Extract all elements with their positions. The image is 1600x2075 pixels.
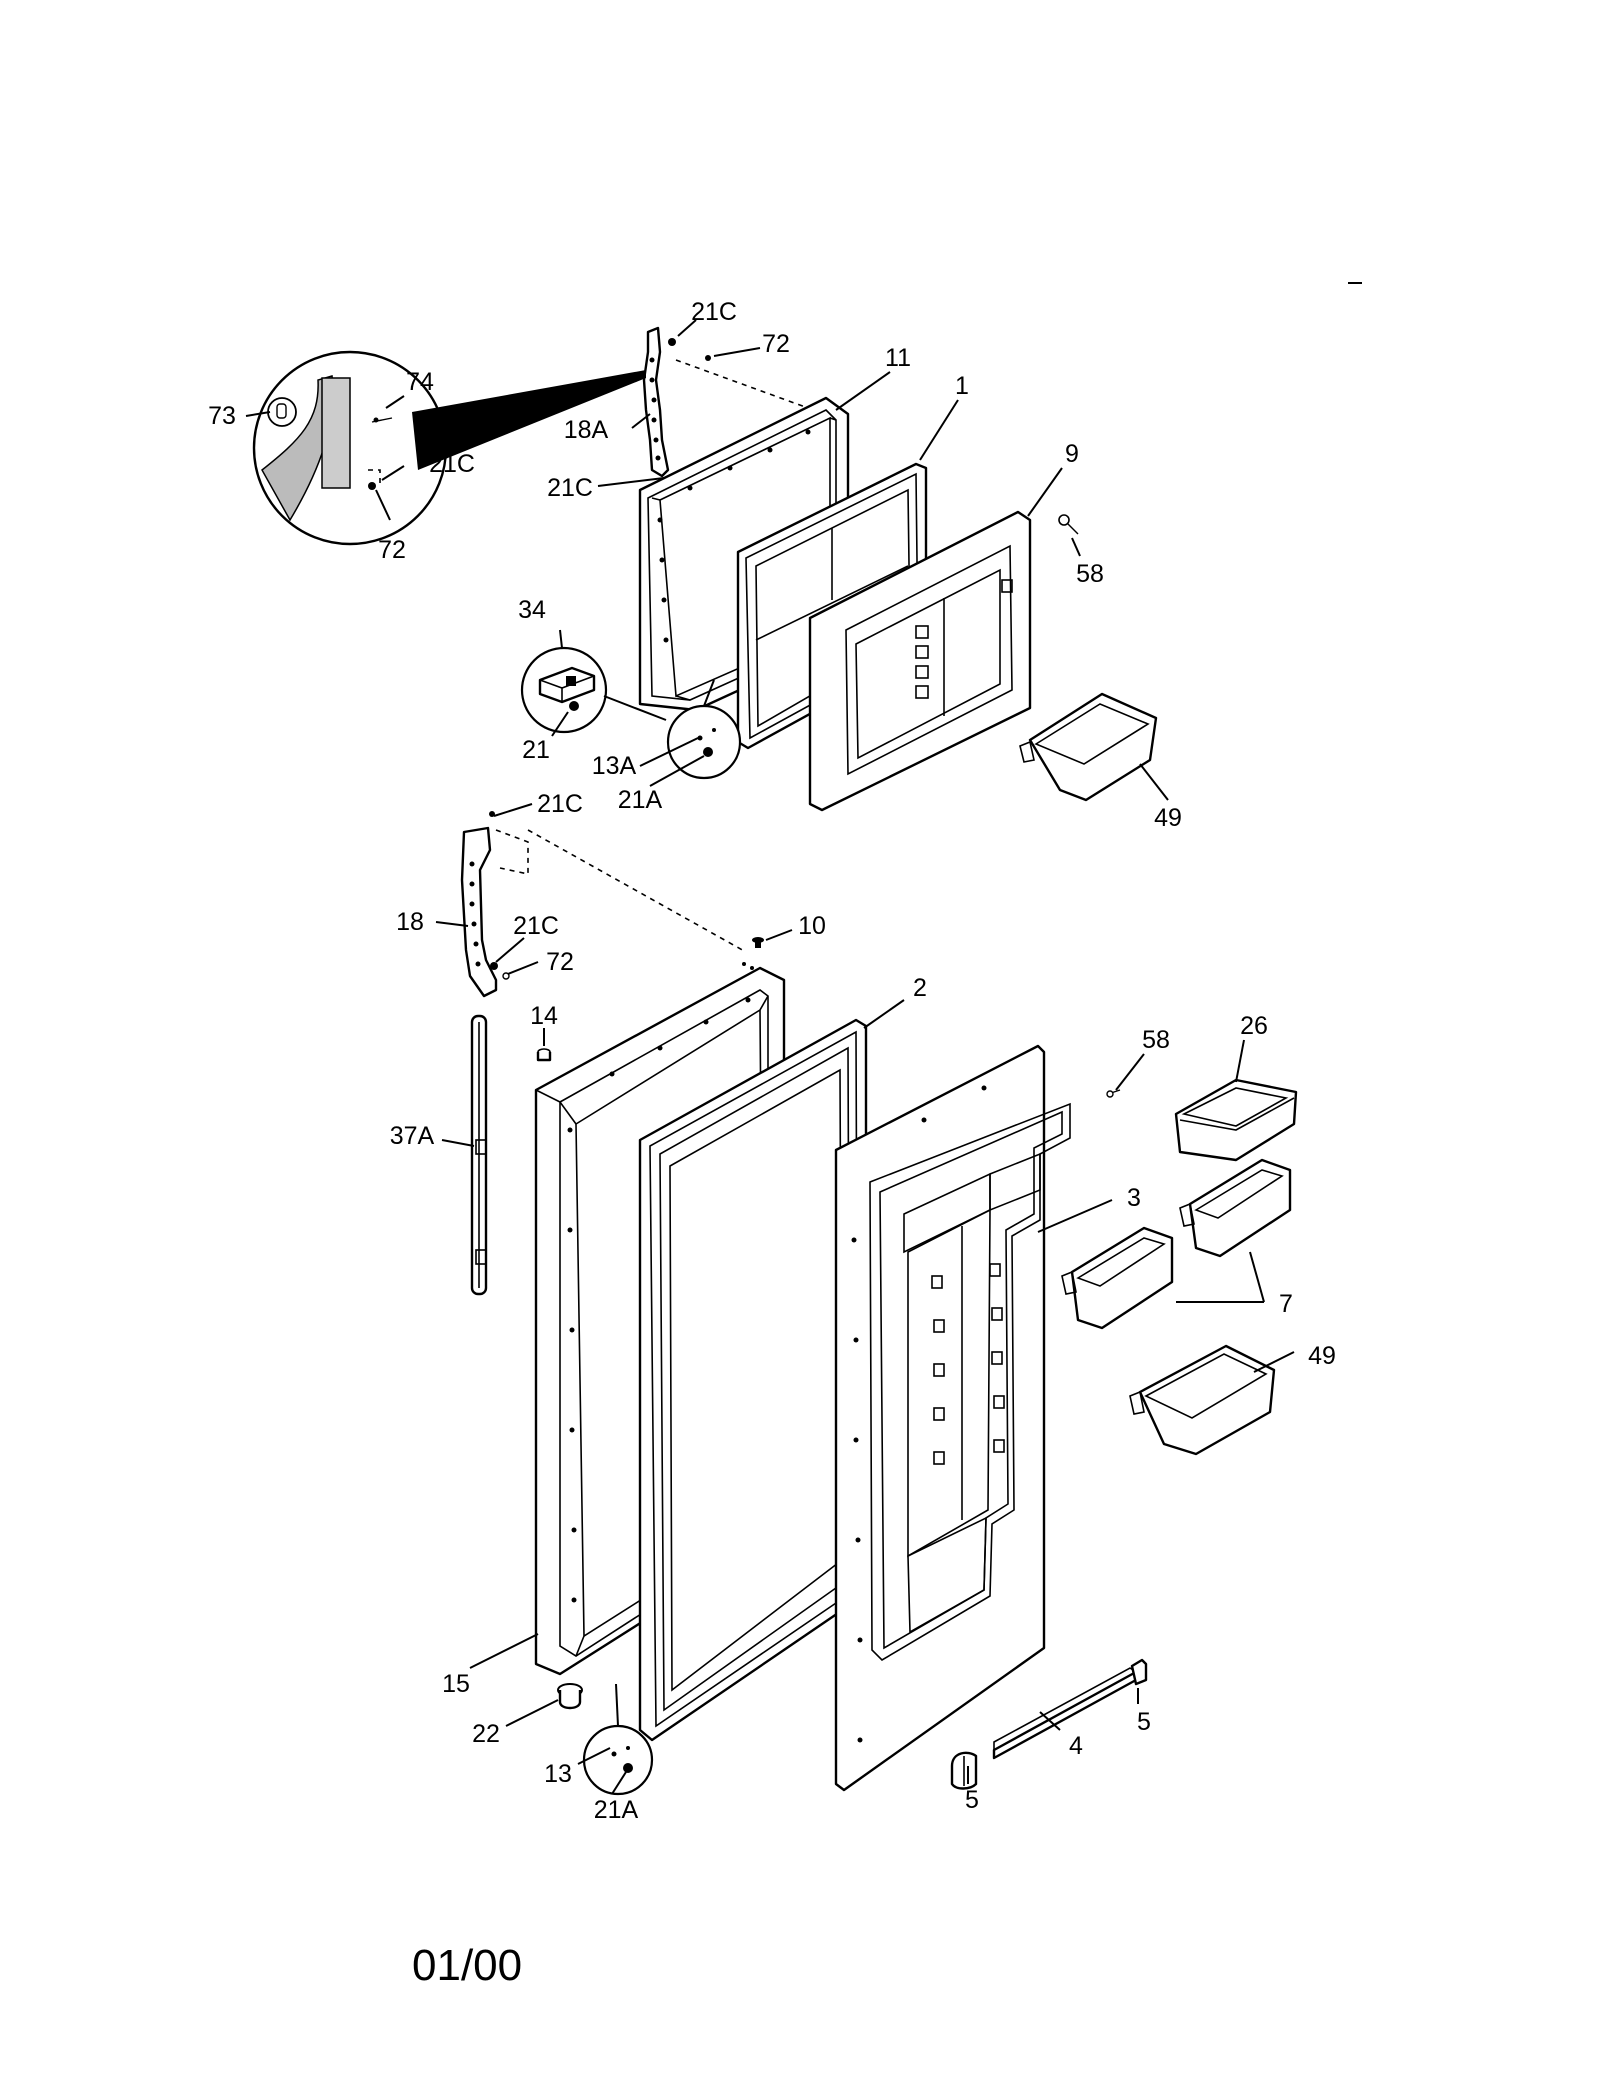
label-72: 72 <box>546 948 574 976</box>
label-58: 58 <box>1142 1026 1170 1054</box>
screw-58-a <box>1058 514 1079 535</box>
door-bin-7-upper <box>1179 1158 1292 1258</box>
plug-22 <box>557 1683 583 1710</box>
label-21c: 21C <box>513 912 559 940</box>
label-9: 9 <box>1065 440 1079 468</box>
label-73: 73 <box>208 402 236 430</box>
label-5: 5 <box>1137 1708 1151 1736</box>
label-49: 49 <box>1154 804 1182 832</box>
label-21a: 21A <box>594 1796 639 1824</box>
inset-34 <box>520 646 667 734</box>
label-15: 15 <box>442 1670 470 1698</box>
label-21c: 21C <box>429 450 475 478</box>
alignment-line-upper <box>675 359 809 409</box>
door-bin-49-a <box>1019 692 1158 802</box>
screw-21c-d <box>489 811 495 817</box>
freezer-inner-liner-9 <box>808 510 1032 812</box>
end-cap-5-left <box>950 1751 978 1790</box>
label-11: 11 <box>885 344 911 372</box>
label-3: 3 <box>1127 1184 1141 1212</box>
label-72: 72 <box>762 330 790 358</box>
label-21c: 21C <box>537 790 583 818</box>
label-26: 26 <box>1240 1012 1268 1040</box>
screw-58-b <box>1106 1089 1121 1098</box>
label-74: 74 <box>406 368 434 396</box>
label-4: 4 <box>1069 1732 1083 1760</box>
inset-13a <box>666 679 742 780</box>
label-58: 58 <box>1076 560 1104 588</box>
inset-callout-wedge <box>412 370 646 470</box>
date-code: 01/00 <box>412 1941 522 1990</box>
fresh-food-inner-liner-3 <box>834 1044 1071 1792</box>
label-13a: 13A <box>592 752 637 780</box>
end-cap-5-right <box>1130 1658 1148 1686</box>
lower-hinge-bracket-18 <box>460 826 498 998</box>
upper-hinge-bracket-18a <box>642 326 670 478</box>
washer-72-a <box>705 355 711 361</box>
fresh-food-gasket-2 <box>638 1018 868 1742</box>
label-18: 18 <box>396 908 424 936</box>
bottom-trim-4 <box>992 1667 1138 1760</box>
label-49: 49 <box>1308 1342 1336 1370</box>
dairy-bin-26 <box>1174 1078 1298 1162</box>
plug-14 <box>536 1048 552 1062</box>
label-13: 13 <box>544 1760 572 1788</box>
screw-21c-e <box>490 962 498 970</box>
label-18a: 18A <box>564 416 609 444</box>
plug-10 <box>742 937 764 970</box>
label-21: 21 <box>522 736 550 764</box>
label-7: 7 <box>1279 1290 1293 1318</box>
door-bin-7-lower <box>1061 1226 1174 1330</box>
label-2: 2 <box>913 974 927 1002</box>
alignment-line-lower <box>527 829 747 953</box>
label-37a: 37A <box>390 1122 435 1150</box>
hinge-guide-dash <box>495 829 529 875</box>
label-22: 22 <box>472 1720 500 1748</box>
leader-lines <box>245 319 1295 1795</box>
label-21a: 21A <box>618 786 663 814</box>
screw-21c-a <box>668 338 676 346</box>
door-bin-49-b <box>1129 1344 1276 1456</box>
label-14: 14 <box>530 1002 558 1030</box>
label-1: 1 <box>955 372 969 400</box>
label-5: 5 <box>965 1786 979 1814</box>
label-72: 72 <box>378 536 406 564</box>
label-21c: 21C <box>547 474 593 502</box>
label-10: 10 <box>798 912 826 940</box>
label-34: 34 <box>518 596 546 624</box>
label-21c: 21C <box>691 298 737 326</box>
part-labels: 21C 72 11 1 74 73 18A 21C 21C 72 9 58 34… <box>208 298 1336 1824</box>
door-handle-37a <box>470 1014 488 1296</box>
washer-72-c <box>502 972 510 980</box>
